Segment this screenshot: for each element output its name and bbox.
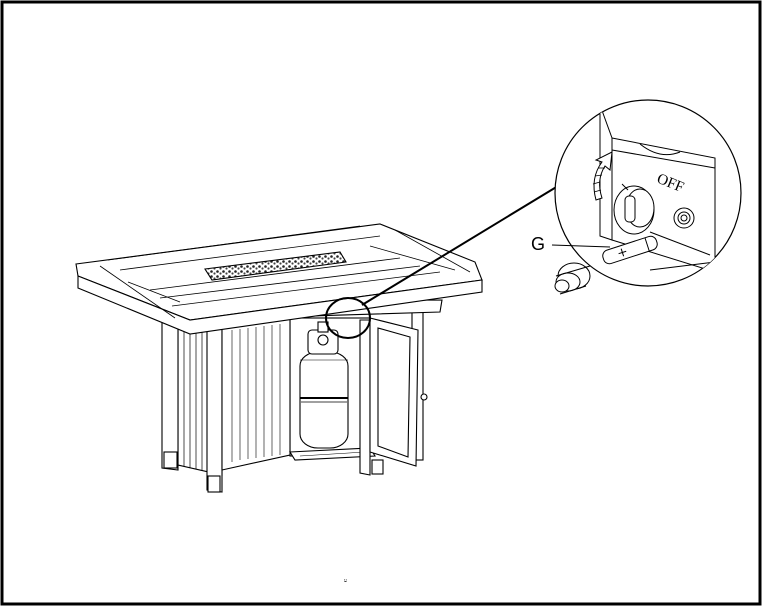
propane-tank (299, 321, 349, 449)
control-knob (613, 183, 655, 235)
foot-left (163, 451, 178, 469)
battery (602, 235, 658, 265)
footer-mark: ⸚ (344, 576, 347, 586)
part-g-pointer (551, 244, 611, 248)
door-left-slats (231, 324, 281, 462)
valve-area-highlight (325, 297, 371, 339)
burner-pit (204, 251, 347, 281)
front-leg-right (359, 319, 371, 476)
part-label-g: G (531, 234, 545, 254)
zoom-detail: OFF (554, 99, 742, 295)
door-knob (420, 393, 428, 401)
foot-mid (207, 475, 221, 493)
door-right-inner (377, 327, 411, 458)
igniter-button (673, 207, 695, 229)
fire-table (75, 223, 483, 493)
front-leg-left (161, 317, 179, 471)
foot-right (371, 459, 384, 475)
table-top-edge (77, 275, 483, 335)
table-top-planks (99, 225, 471, 319)
callout (325, 185, 559, 339)
igniter-cap (554, 262, 591, 295)
callout-leader (361, 185, 559, 306)
front-leg-mid (206, 321, 223, 493)
